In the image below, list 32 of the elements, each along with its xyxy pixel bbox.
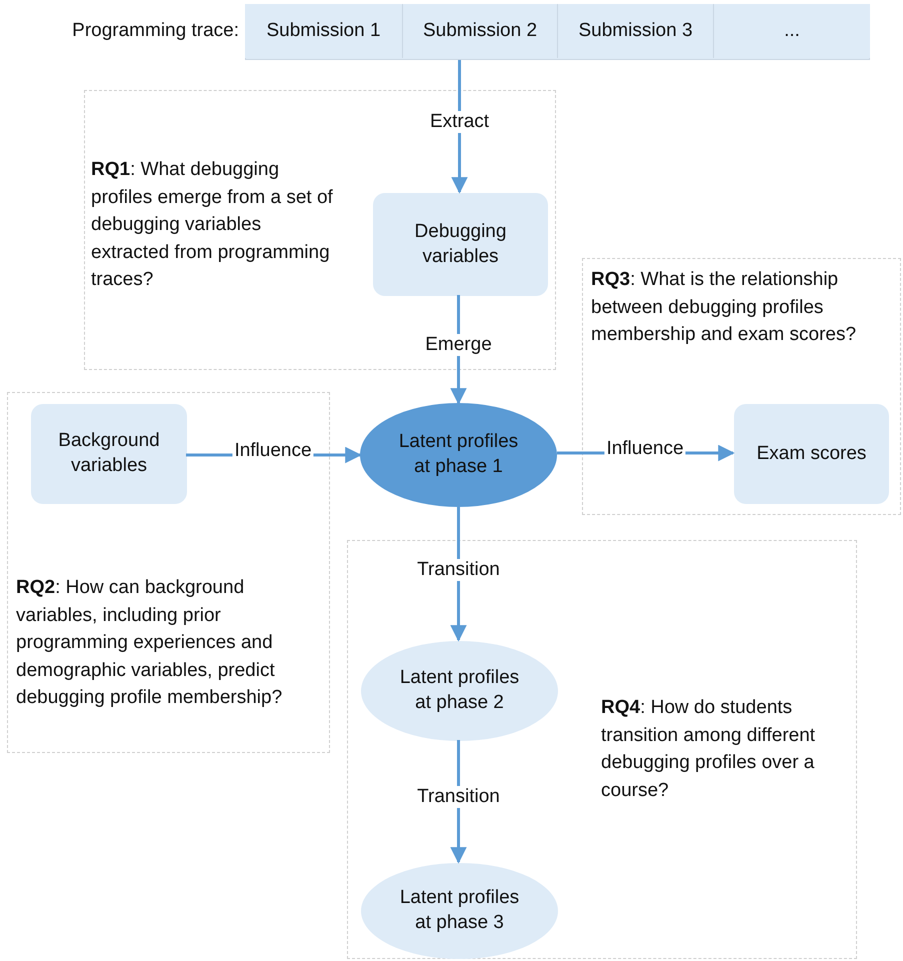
dashed-region	[84, 90, 556, 370]
node-label: Latent profiles at phase 3	[398, 886, 520, 935]
research-question: RQ2: How can background variables, including prior programming experiences and demographic variables, predict debugging profile membership?	[16, 576, 284, 710]
node-label: ...	[784, 18, 800, 43]
trace-label: Programming trace:	[72, 20, 239, 42]
edge-label: Transition	[415, 558, 502, 580]
submission-cell	[403, 4, 558, 58]
node-label: Latent profiles at phase 2	[398, 666, 520, 715]
profile-ellipse	[361, 863, 558, 959]
node-label: Exam scores	[756, 442, 866, 466]
edge-label: Transition	[415, 786, 502, 808]
submission-cell	[245, 4, 403, 58]
submission-cell	[714, 4, 870, 58]
submission-cell	[558, 4, 714, 58]
process-box	[734, 404, 889, 504]
profile-ellipse	[361, 641, 558, 741]
node-label: Latent profiles at phase 1	[398, 430, 520, 479]
profile-ellipse	[360, 403, 557, 507]
node-label: Submission 2	[422, 18, 538, 43]
dashed-region	[347, 540, 857, 959]
research-question: RQ1: What debugging profiles emerge from a set of debugging variables extracted from programming traces?	[91, 158, 334, 292]
research-question: RQ4: How do students transition among different debugging profiles over a course?	[601, 696, 816, 803]
process-box	[31, 404, 187, 504]
node-label: Background variables	[57, 429, 161, 478]
dashed-region	[582, 258, 901, 515]
trace-band	[245, 4, 870, 60]
research-question: RQ3: What is the relationship between debugging profiles membership and exam scores?	[591, 268, 858, 348]
process-box	[373, 193, 548, 296]
node-label: Debugging variables	[414, 220, 508, 268]
dashed-region	[7, 392, 330, 753]
node-label: Submission 1	[266, 18, 381, 43]
node-label: Submission 3	[578, 18, 693, 43]
